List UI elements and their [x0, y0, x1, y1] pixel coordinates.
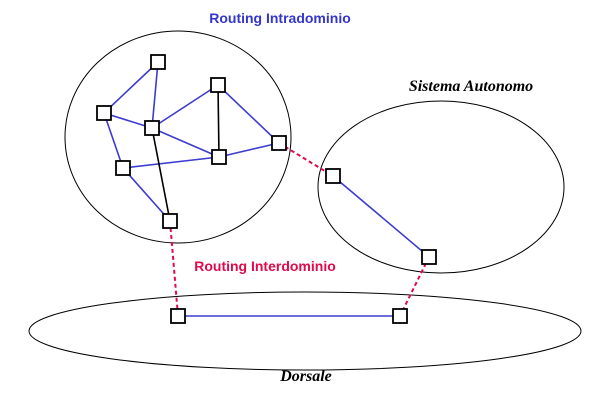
- intradomain-link-r2-r3: [103, 112, 153, 129]
- interdomain-link-a2-b2: [399, 256, 430, 317]
- physical-link-r4-r6: [217, 84, 220, 158]
- intradomain-link-a1-a2: [332, 175, 430, 258]
- intradomain-routing-label: Routing Intradominio: [209, 10, 351, 26]
- intradomain-link-r1-r2: [103, 61, 159, 114]
- intradomain-link-r2-r5: [103, 112, 124, 169]
- interdomain-routing-label: Routing Interdominio: [194, 258, 336, 274]
- interdomain-link-r8-b1: [169, 220, 179, 317]
- router-node-r6: [211, 149, 227, 165]
- router-node-r3: [144, 120, 160, 136]
- intradomain-link-r5-r6: [122, 156, 220, 169]
- router-node-a1: [325, 168, 341, 184]
- links-layer: [103, 61, 430, 317]
- backbone-label: Dorsale: [279, 368, 332, 385]
- router-node-r1: [150, 54, 166, 70]
- router-node-r4: [210, 77, 226, 93]
- interdomain-link-r7-a1: [278, 142, 334, 177]
- router-node-b2: [392, 308, 408, 324]
- intradomain-link-r3-r4: [151, 84, 219, 129]
- intradomain-link-r1-r3: [151, 61, 159, 129]
- domain-boundaries-layer: [28, 30, 582, 371]
- router-node-a2: [421, 249, 437, 265]
- physical-link-r3-r8: [151, 127, 171, 222]
- backbone-boundary: [28, 291, 582, 371]
- router-node-r2: [96, 105, 112, 121]
- autonomous-system-label: Sistema Autonomo: [409, 78, 533, 95]
- intradomain-link-r4-r7: [217, 84, 280, 144]
- intradomain-boundary: [64, 30, 292, 244]
- routers-layer: [96, 54, 437, 324]
- intradomain-link-r5-r8: [122, 167, 171, 222]
- router-node-r8: [162, 213, 178, 229]
- autonomous-system-boundary: [317, 100, 565, 274]
- intradomain-link-r6-r7: [218, 142, 280, 158]
- intradomain-link-r3-r6: [151, 127, 220, 158]
- router-node-b1: [170, 308, 186, 324]
- router-node-r7: [271, 135, 287, 151]
- router-node-r5: [115, 160, 131, 176]
